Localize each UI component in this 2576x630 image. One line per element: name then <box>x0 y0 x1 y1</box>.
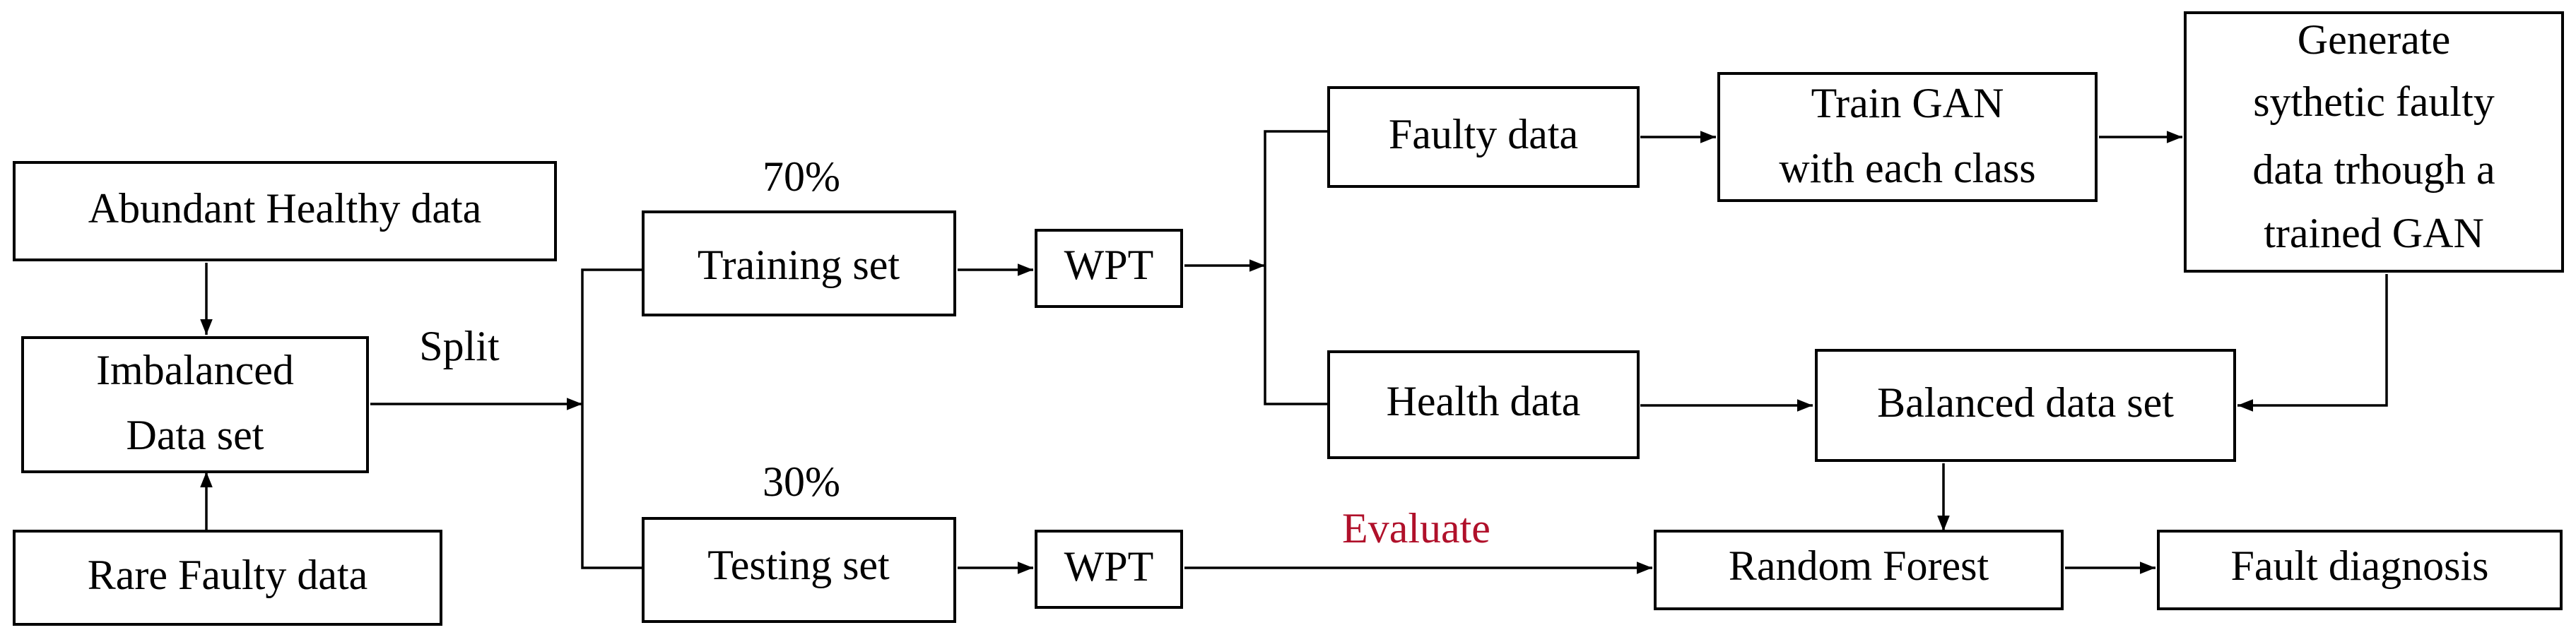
node-generate-label-line-4: trained GAN <box>2264 210 2484 256</box>
node-training-set-label: Training set <box>698 242 900 288</box>
arrow-generate-to-balanced <box>2237 274 2388 412</box>
node-generate-label-line-3: data trhough a <box>2252 146 2495 193</box>
node-abundant-healthy-label: Abundant Healthy data <box>88 185 482 232</box>
evaluate-label: Evaluate <box>1342 505 1490 552</box>
testing-percentage-label: 30% <box>763 458 840 505</box>
node-faulty-data: Faulty data <box>1327 86 1640 188</box>
node-fault-diagnosis: Fault diagnosis <box>2157 530 2563 610</box>
node-testing-set: Testing set <box>642 517 956 623</box>
node-testing-set-label: Testing set <box>707 542 890 588</box>
node-imbalanced-label-line-1: Imbalanced <box>96 347 294 393</box>
node-rare-faulty-label: Rare Faulty data <box>88 552 368 598</box>
branch-connector <box>1264 130 1327 405</box>
node-wpt-train-label: WPT <box>1064 242 1154 288</box>
node-train-gan: Train GAN with each class <box>1717 72 2098 202</box>
node-wpt-test-label: WPT <box>1064 543 1154 590</box>
node-generate-label-line-2: sythetic faulty <box>2253 78 2495 125</box>
node-wpt-train: WPT <box>1035 229 1183 308</box>
node-faulty-data-label: Faulty data <box>1389 111 1578 158</box>
node-abundant-healthy: Abundant Healthy data <box>13 161 557 261</box>
training-percentage-label: 70% <box>763 153 840 200</box>
node-training-set: Training set <box>642 210 956 316</box>
node-random-forest: Random Forest <box>1654 530 2064 610</box>
split-connector <box>581 268 642 569</box>
node-health-data: Health data <box>1327 350 1640 459</box>
node-imbalanced-data-set: Imbalanced Data set <box>21 336 369 473</box>
edges <box>200 130 2388 574</box>
node-balanced-data-set: Balanced data set <box>1815 349 2236 462</box>
split-label: Split <box>419 323 500 369</box>
node-generate-label-line-1: Generate <box>2298 16 2451 63</box>
node-train-gan-label-line-1: Train GAN <box>1811 80 2004 126</box>
node-random-forest-label: Random Forest <box>1729 542 1989 589</box>
node-balanced-data-set-label: Balanced data set <box>1877 379 2174 426</box>
node-generate-synthetic: Generate sythetic faulty data trhough a … <box>2184 11 2564 273</box>
node-rare-faulty: Rare Faulty data <box>13 530 442 626</box>
node-wpt-test: WPT <box>1035 530 1183 609</box>
node-fault-diagnosis-label: Fault diagnosis <box>2230 542 2488 589</box>
node-health-data-label: Health data <box>1387 378 1581 424</box>
node-imbalanced-label-line-2: Data set <box>127 412 264 458</box>
node-train-gan-label-line-2: with each class <box>1779 145 2035 191</box>
